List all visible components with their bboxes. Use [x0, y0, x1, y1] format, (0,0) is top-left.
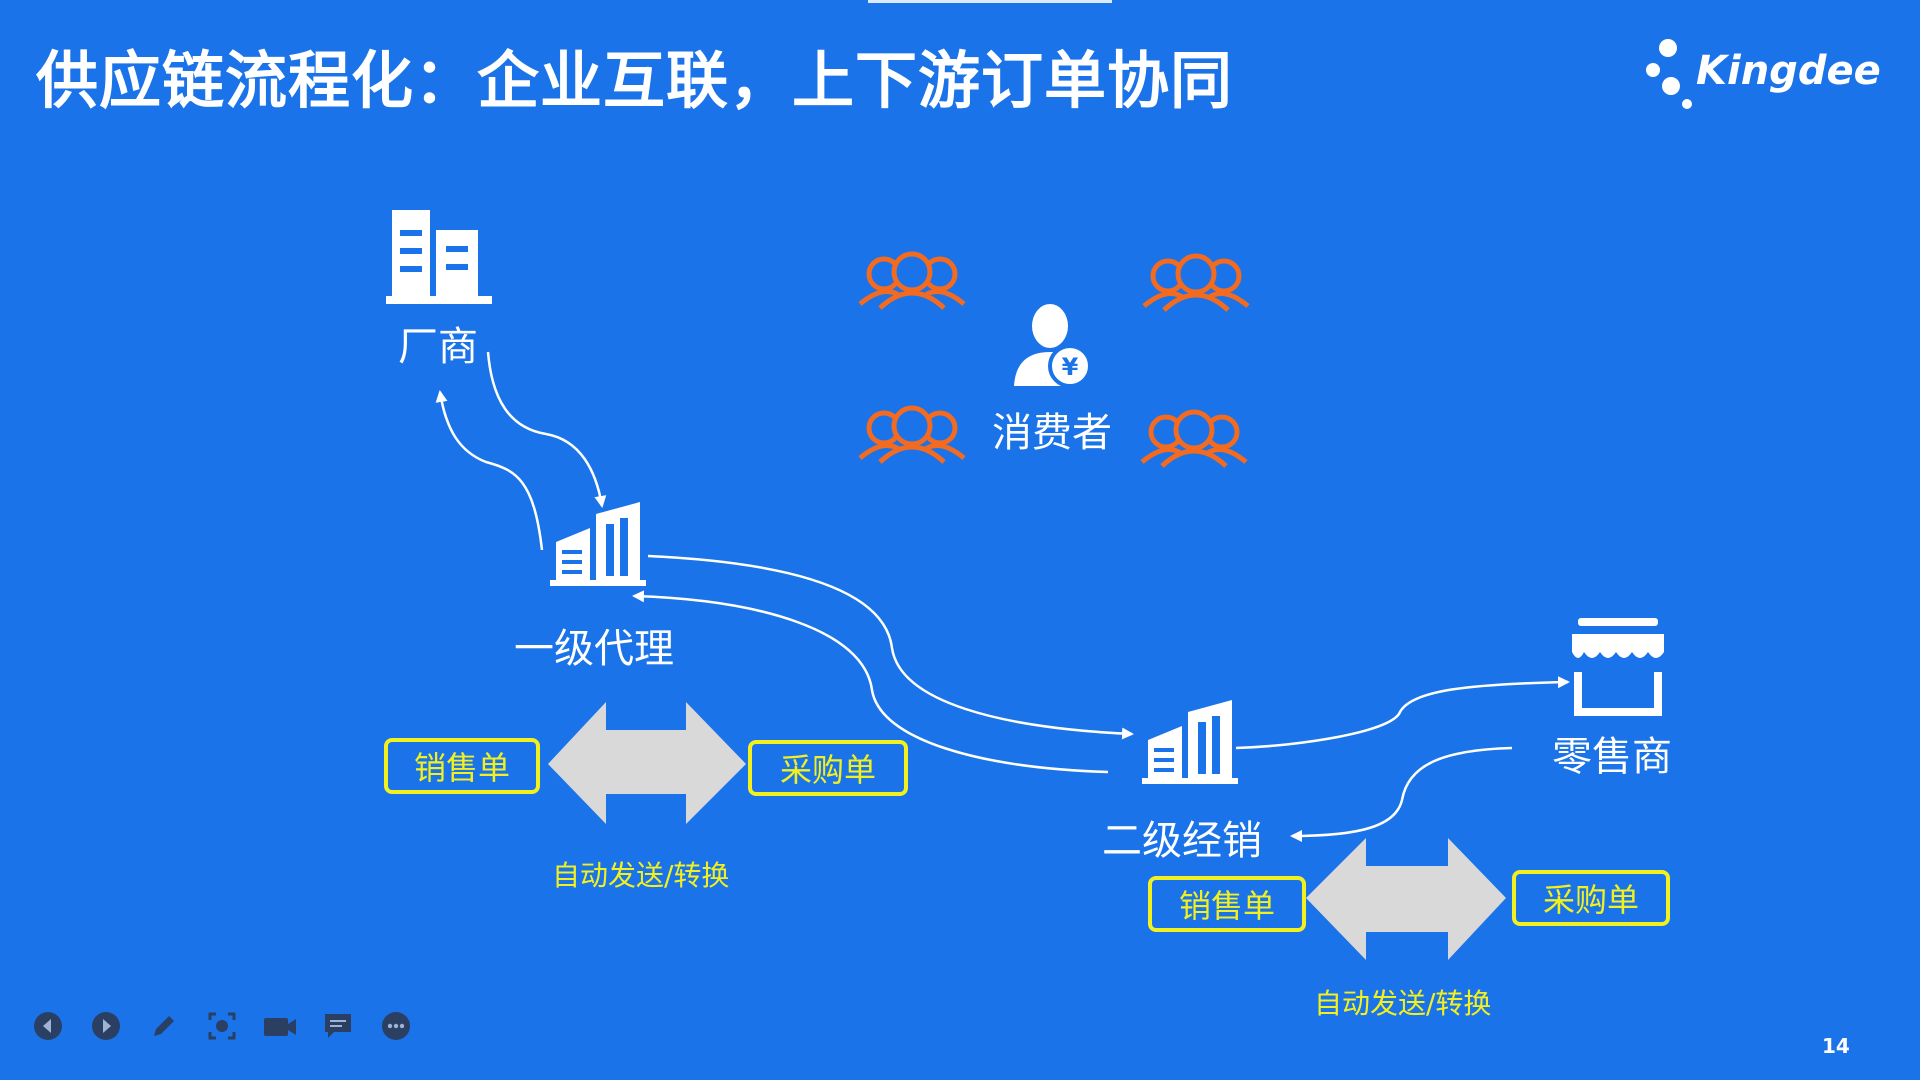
manufacturer-label: 厂商 [398, 324, 478, 370]
retailer-store-icon [1572, 618, 1664, 716]
left-sales-order-box: 销售单 [384, 738, 540, 794]
flow-arrow-retailer-to-distributor [1290, 746, 1513, 842]
focus-icon[interactable] [204, 1008, 240, 1044]
right-sales-order-box: 销售单 [1148, 876, 1306, 932]
flow-arrow-agent-to-manufacturer [435, 390, 544, 551]
kingdee-logo-text: Kingdee [1696, 48, 1881, 94]
left-purchase-order-box: 采购单 [748, 740, 908, 796]
presentation-controls [30, 1008, 414, 1044]
double-arrow-left [548, 702, 746, 824]
more-icon[interactable] [378, 1008, 414, 1044]
flow-arrow-distributor-to-agent [632, 590, 1109, 774]
left-auto-send-label: 自动发送/转换 [552, 859, 730, 892]
top-indicator-bar [868, 0, 1112, 3]
pen-icon[interactable] [146, 1008, 182, 1044]
second-distributor-building-icon [1142, 700, 1238, 784]
double-arrow-right [1306, 838, 1506, 960]
consumer-label: 消费者 [992, 410, 1112, 456]
first-agent-label: 一级代理 [514, 626, 674, 672]
consumer-icon: ¥ [1014, 304, 1092, 388]
previous-icon[interactable] [30, 1008, 66, 1044]
kingdee-logo [1646, 39, 1692, 109]
svg-text:¥: ¥ [1062, 353, 1079, 381]
first-agent-building-icon [550, 502, 646, 586]
consumer-group-icon [1144, 256, 1248, 310]
flow-arrow-agent-to-distributor [647, 554, 1134, 740]
flow-arrow-distributor-to-retailer [1235, 676, 1570, 750]
comment-icon[interactable] [320, 1008, 356, 1044]
camera-icon[interactable] [262, 1008, 298, 1044]
consumer-group-icon [1142, 412, 1246, 466]
consumer-group-icon [860, 408, 964, 462]
second-distributor-label: 二级经销 [1102, 818, 1262, 864]
right-purchase-order-box: 采购单 [1512, 870, 1670, 926]
retailer-label: 零售商 [1552, 734, 1672, 780]
manufacturer-icon [386, 210, 492, 304]
consumer-group-icon [860, 254, 964, 308]
right-auto-send-label: 自动发送/转换 [1314, 987, 1492, 1020]
slide-title: 供应链流程化：企业互联，上下游订单协同 [36, 44, 1234, 117]
flow-arrow-manufacturer-to-agent [486, 351, 607, 508]
page-number: 14 [1822, 1034, 1850, 1058]
next-icon[interactable] [88, 1008, 124, 1044]
